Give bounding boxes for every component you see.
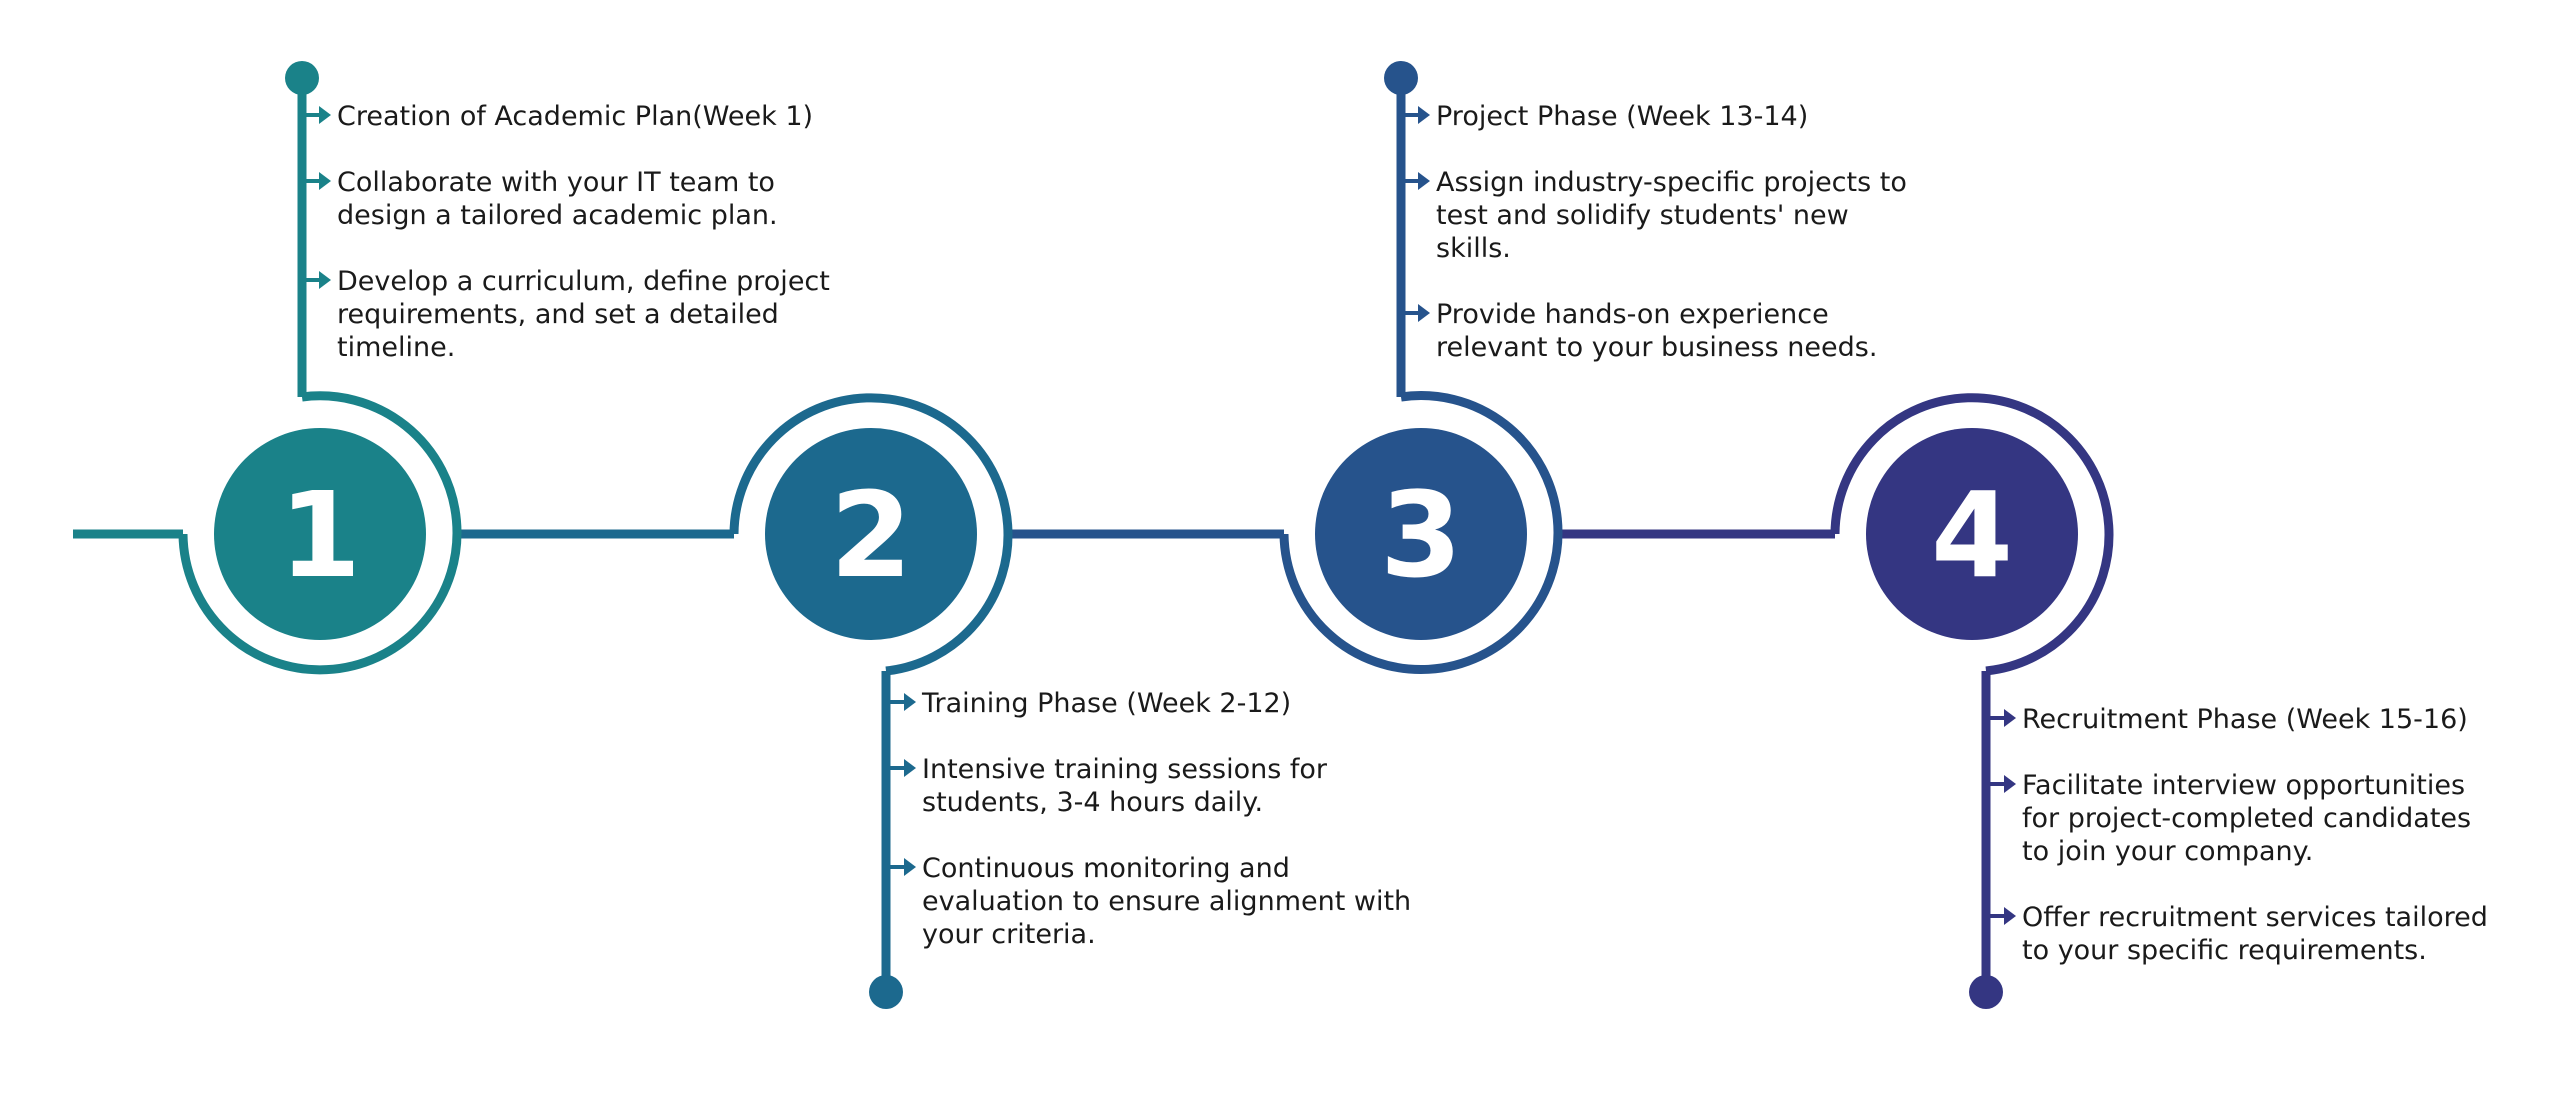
bullet-text-line: Develop a curriculum, define project	[337, 266, 830, 297]
bullet-text-line: relevant to your business needs.	[1436, 332, 1877, 363]
step-number: 1	[279, 466, 361, 604]
bullet-text-line: Training Phase (Week 2-12)	[921, 688, 1291, 719]
stem-end-dot	[869, 975, 903, 1009]
bullet-text-line: Recruitment Phase (Week 15-16)	[2022, 704, 2468, 735]
bullet-text-line: Continuous monitoring and	[922, 853, 1290, 884]
step-circle	[214, 428, 426, 640]
bullet-text-line: skills.	[1436, 233, 1511, 264]
bullet-text-line: evaluation to ensure alignment with	[922, 886, 1411, 917]
bullet-arrow-icon	[904, 693, 916, 711]
step-ring	[1279, 391, 1563, 675]
step-number: 2	[830, 466, 912, 604]
bullet-text-line: Facilitate interview opportunities	[2022, 770, 2465, 801]
stem-end-dot	[1969, 975, 2003, 1009]
bullet-text-line: Provide hands-on experience	[1436, 299, 1829, 330]
stem-end-dot	[1384, 61, 1418, 95]
bullet-arrow-icon	[904, 759, 916, 777]
step-circle	[1866, 428, 2078, 640]
bullet-text-line: students, 3-4 hours daily.	[922, 787, 1263, 818]
bullet-arrow-icon	[1418, 106, 1430, 124]
bullet-text-line: your criteria.	[922, 919, 1096, 950]
bullet-arrow-icon	[2004, 709, 2016, 727]
bullet-text-line: test and solidify students' new	[1436, 200, 1849, 231]
bullet-arrow-icon	[319, 106, 331, 124]
stem-end-dot	[285, 61, 319, 95]
bullet-text-line: to your specific requirements.	[2022, 935, 2427, 966]
bullet-text-line: Assign industry-specific projects to	[1436, 167, 1907, 198]
step-number: 4	[1931, 466, 2013, 604]
step-circle	[765, 428, 977, 640]
bullet-arrow-icon	[319, 271, 331, 289]
step-ring	[1830, 393, 2114, 676]
bullet-arrow-icon	[1418, 172, 1430, 190]
bullet-text-line: Project Phase (Week 13-14)	[1436, 101, 1808, 132]
bullet-arrow-icon	[2004, 907, 2016, 925]
bullet-text-line: timeline.	[337, 332, 455, 363]
bullet-arrow-icon	[1418, 304, 1430, 322]
bullet-arrow-icon	[904, 858, 916, 876]
bullet-text-line: for project-completed candidates	[2022, 803, 2471, 834]
bullet-text-line: requirements, and set a detailed	[337, 299, 779, 330]
step-ring	[178, 391, 462, 675]
bullet-text-line: Collaborate with your IT team to	[337, 167, 775, 198]
step-ring	[729, 393, 1013, 676]
bullet-text-line: Intensive training sessions for	[922, 754, 1328, 785]
bullet-text-line: Creation of Academic Plan(Week 1)	[337, 101, 813, 132]
bullet-text-line: design a tailored academic plan.	[337, 200, 778, 231]
bullet-arrow-icon	[2004, 775, 2016, 793]
bullet-text-line: to join your company.	[2022, 836, 2313, 867]
bullet-text-line: Offer recruitment services tailored	[2022, 902, 2488, 933]
step-number: 3	[1380, 466, 1462, 604]
bullet-arrow-icon	[319, 172, 331, 190]
step-circle	[1315, 428, 1527, 640]
